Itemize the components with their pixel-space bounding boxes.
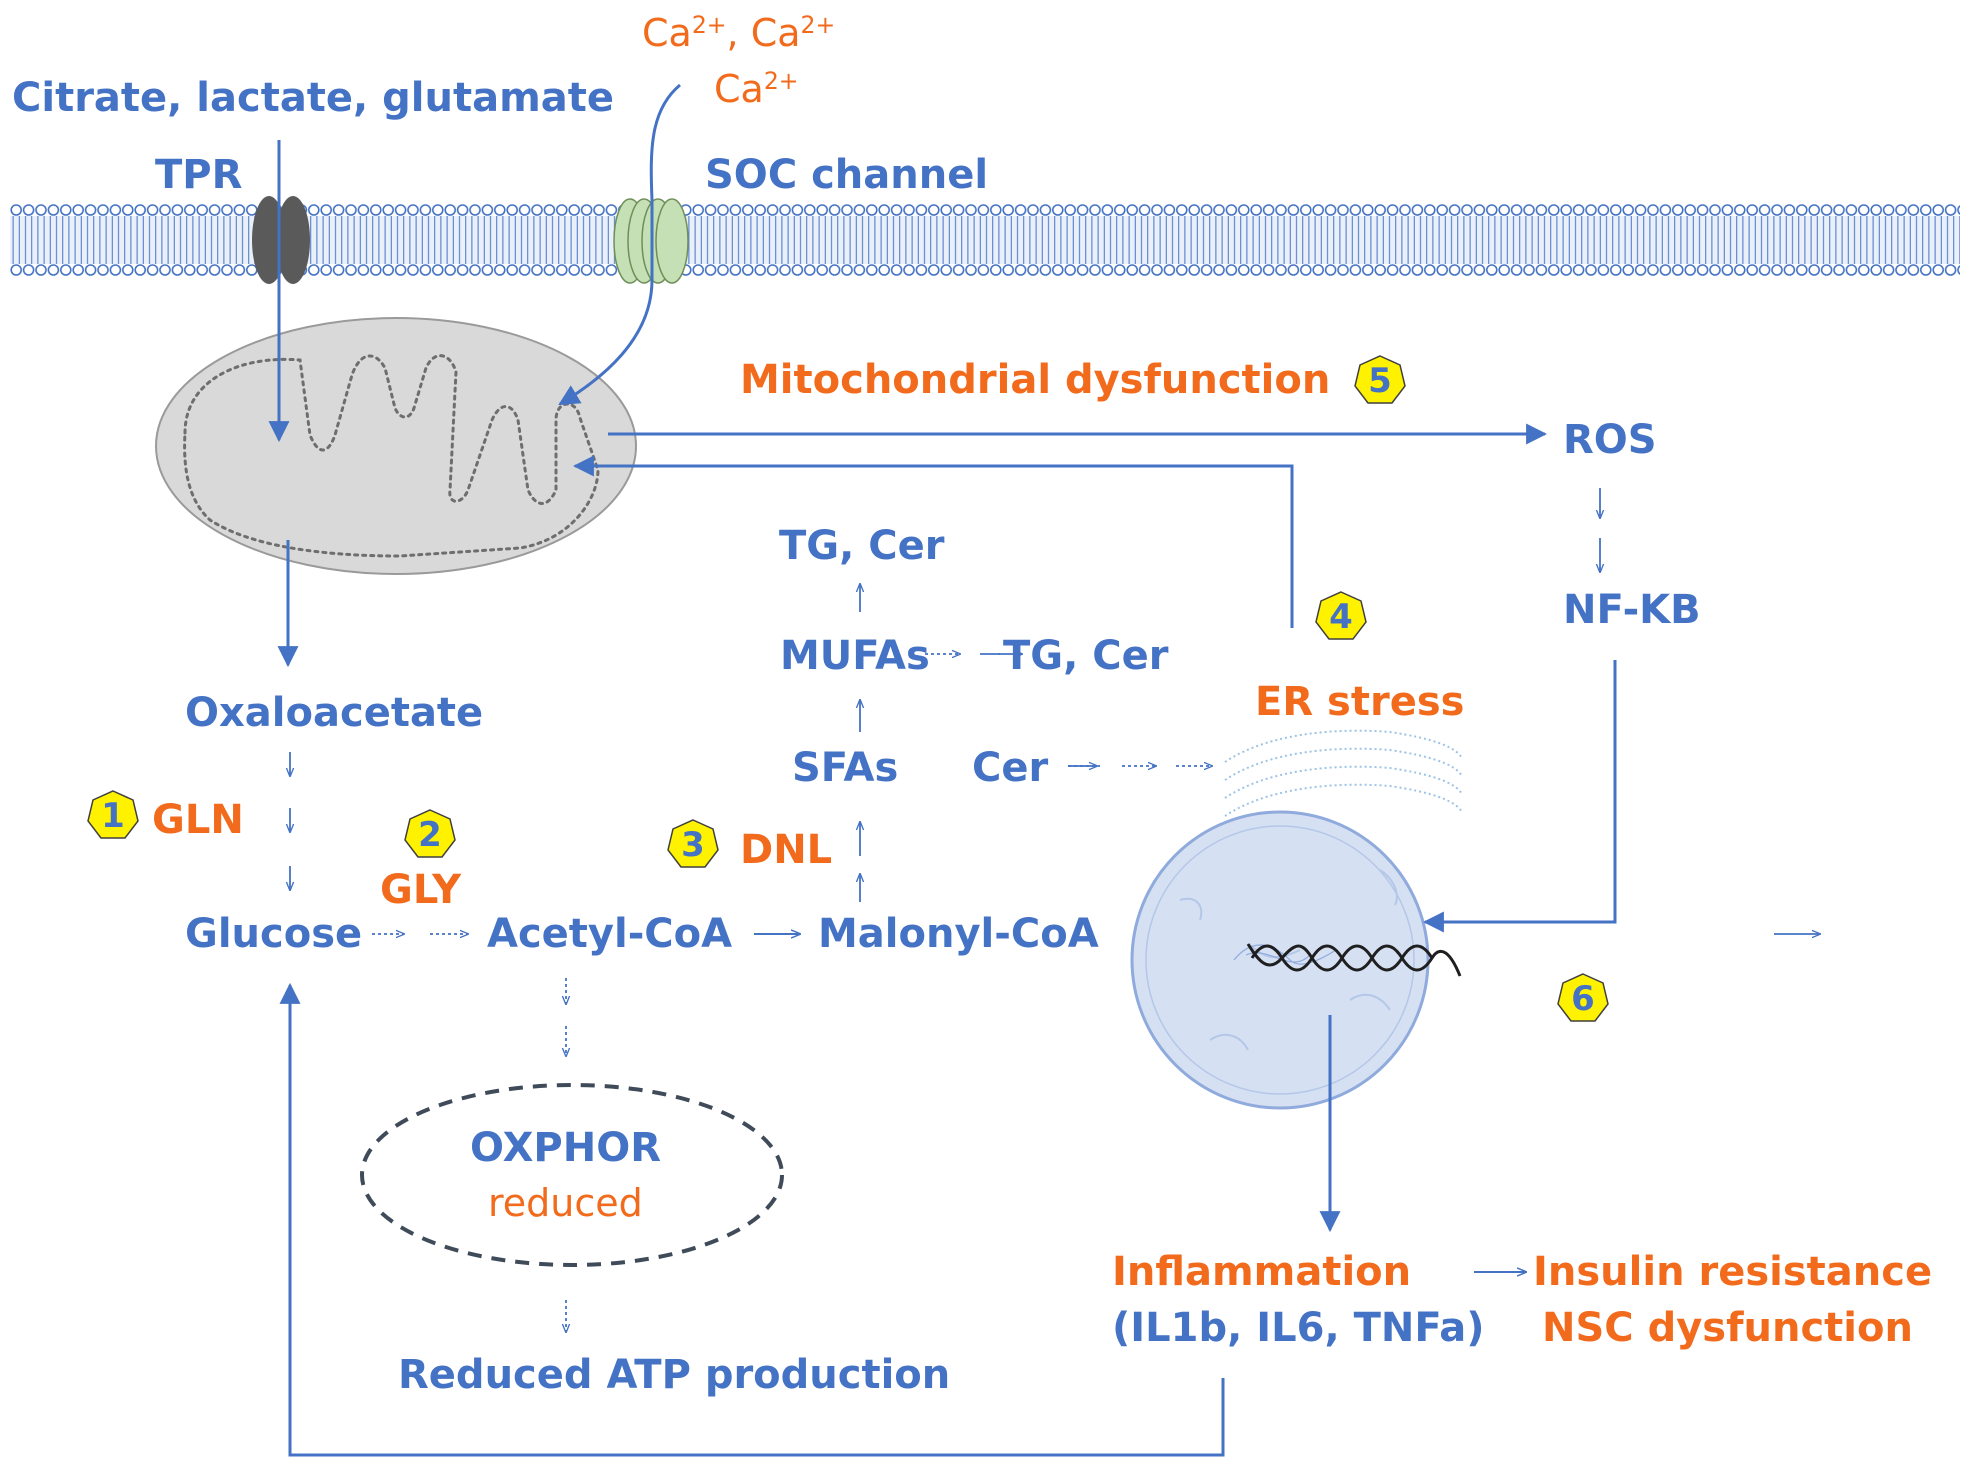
nsc-dysfunction-label: NSC dysfunction [1542,1305,1913,1351]
gln-label: GLN [152,797,244,843]
inflammation-label: Inflammation [1112,1249,1412,1295]
glucose-label: Glucose [185,911,363,957]
oxaloacetate-label: Oxaloacetate [185,690,484,736]
oxphor-ellipse [360,1083,784,1267]
badge-2: 2 [418,815,442,855]
cell-membrane [10,203,1960,277]
sfas-label: SFAs [792,745,899,791]
oxphor-reduced-label: reduced [488,1181,643,1225]
mito-dysfunction-label: Mitochondrial dysfunction [740,357,1331,403]
acetyl-coa-label: Acetyl-CoA [487,911,733,957]
badge-4: 4 [1329,597,1353,637]
badge-5-shape [1354,355,1406,404]
badge-1-shape [87,790,139,839]
mufas-label: MUFAs [780,633,930,679]
calcium-label-1: Ca2+, Ca2+ [642,11,836,55]
er-stress-label: ER stress [1255,679,1465,725]
reduced-atp-label: Reduced ATP production [398,1352,951,1398]
cer-label: Cer [972,745,1049,791]
oxphor-label: OXPHOR [470,1125,662,1171]
arrows [268,83,1617,1457]
gly-label: GLY [380,867,462,913]
tg-cer-right-label: TG, Cer [1003,633,1169,679]
tpr-transporter [252,196,310,284]
calcium-label-2: Ca2+ [714,67,799,111]
badge-5: 5 [1368,361,1392,401]
arrow-nfkb-to-nucleus [1422,660,1617,933]
badges [87,355,1609,1022]
solid-thin-arrows [754,934,1526,1272]
dnl-label: DNL [740,827,833,873]
input-metabolites-label: Citrate, lactate, glutamate [12,75,615,121]
arrow-er-to-mito [572,455,1294,628]
tpr-label: TPR [155,152,243,198]
mitochondrion [155,317,637,575]
badge-3: 3 [681,825,705,865]
badge-6-shape [1557,973,1609,1022]
tg-cer-top-label: TG, Cer [779,523,945,569]
badge-4-shape [1315,591,1367,640]
dna-icon [1246,943,1462,977]
badge-6: 6 [1571,979,1595,1019]
arrow-ca-to-mito [558,83,681,406]
soc-channel-label: SOC channel [705,152,989,198]
insulin-resistance-label: Insulin resistance [1533,1249,1933,1295]
ros-label: ROS [1563,417,1657,463]
nfkb-label: NF-KB [1563,587,1701,633]
er-membrane-icon [1224,729,1463,817]
badge-3-shape [667,819,719,868]
dashed-arrows [372,654,1212,1332]
arrow-inflammation-to-glucose [279,982,1225,1457]
malonyl-coa-label: Malonyl-CoA [818,911,1099,957]
cytokines-label: (IL1b, IL6, TNFa) [1112,1305,1485,1351]
badge-1: 1 [101,796,125,836]
badge-2-shape [404,809,456,858]
